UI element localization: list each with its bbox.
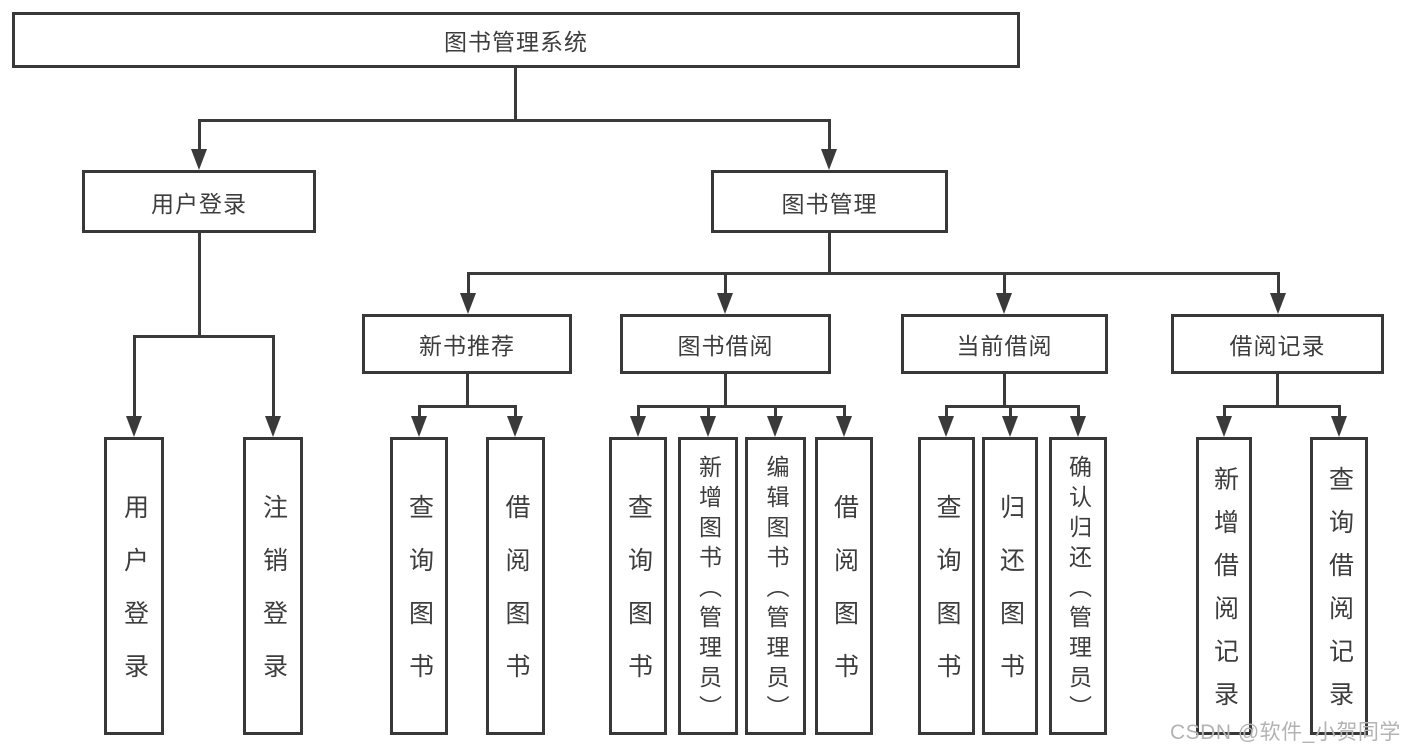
node-leaf-borrowing-borrow-books-label: 借阅图书 [830,494,859,706]
node-book-borrowing-label: 图书借阅 [677,333,774,359]
edge-newbook-drop-2 [514,405,517,421]
node-leaf-newbook-query-books-label: 查询图书 [405,494,434,706]
node-leaf-confirm-return-admin: 确认归还（管理员） [1049,437,1107,735]
node-leaf-current-query-books-label: 查询图书 [933,494,961,706]
arrowhead-down-icon [1270,293,1286,314]
edge-records-drop-2 [1338,405,1341,421]
arrowhead-down-icon [411,416,427,437]
edge-current-drop-1 [945,405,948,421]
edge-newbook-stem [466,374,469,408]
node-leaf-confirm-return-admin-label: 确认归还（管理员） [1065,454,1092,725]
node-new-book-recommend-label: 新书推荐 [419,333,515,359]
edge-borrowing-rail [637,405,846,408]
edge-borrowing-drop-4 [843,405,846,421]
arrowhead-down-icon [630,416,646,437]
edge-borrowing-drop-2 [707,405,710,421]
edge-borrowing-stem [724,374,727,408]
node-current-borrowing: 当前借阅 [901,314,1108,374]
edge-root-stem [514,68,517,122]
arrowhead-down-icon [821,149,837,170]
edge-root-drop-right [828,119,831,153]
node-leaf-user-login-label: 用户登录 [120,494,149,706]
node-book-management-label: 图书管理 [781,190,878,217]
edge-bookmgmt-drop-1 [467,272,470,297]
node-leaf-borrowing-borrow-books: 借阅图书 [815,437,873,735]
edge-bookmgmt-stem [828,233,831,275]
node-leaf-edit-books-admin-label: 编辑图书（管理员） [763,454,789,725]
arrowhead-down-icon [1216,416,1232,437]
node-leaf-logout-label: 注销登录 [259,494,288,706]
edge-bookmgmt-rail [467,272,1280,275]
node-leaf-borrowing-query-books-label: 查询图书 [624,494,653,706]
node-leaf-borrowing-query-books: 查询图书 [609,437,667,735]
node-leaf-newbook-query-books: 查询图书 [390,437,448,735]
node-leaf-logout: 注销登录 [243,437,303,735]
arrowhead-down-icon [1002,416,1018,437]
edge-records-rail [1223,405,1341,408]
node-library-system-label: 图书管理系统 [444,29,588,55]
node-leaf-return-books: 归还图书 [982,437,1038,735]
node-user-login-label: 用户登录 [151,190,247,217]
node-leaf-add-books-admin-label: 新增图书（管理员） [695,454,722,725]
node-current-borrowing-label: 当前借阅 [956,333,1053,359]
arrowhead-down-icon [126,416,142,437]
arrowhead-down-icon [460,293,476,314]
edge-userlogin-stem [198,233,201,338]
edge-records-stem [1276,374,1279,408]
edge-current-drop-2 [1009,405,1012,421]
node-new-book-recommend: 新书推荐 [362,314,572,374]
node-leaf-add-books-admin: 新增图书（管理员） [678,437,738,735]
node-leaf-newbook-borrow-books-label: 借阅图书 [502,494,530,706]
arrowhead-down-icon [191,149,207,170]
edge-borrowing-drop-1 [637,405,640,421]
edge-records-drop-1 [1223,405,1226,421]
node-leaf-add-borrow-record: 新增借阅记录 [1196,437,1252,735]
node-borrowing-records-label: 借阅记录 [1229,333,1326,359]
arrowhead-down-icon [265,416,281,437]
edge-current-drop-3 [1077,405,1080,421]
arrowhead-down-icon [836,416,852,437]
edge-userlogin-drop-1 [133,335,136,420]
node-leaf-return-books-label: 归还图书 [996,494,1025,706]
edge-bookmgmt-drop-4 [1277,272,1280,297]
arrowhead-down-icon [938,416,954,437]
node-leaf-query-borrow-record: 查询借阅记录 [1310,437,1368,735]
edge-current-rail [945,405,1080,408]
edge-root-rail [198,119,831,122]
node-book-borrowing: 图书借阅 [620,314,831,374]
arrowhead-down-icon [1070,416,1086,437]
node-book-management: 图书管理 [711,170,948,233]
arrowhead-down-icon [996,293,1012,314]
arrowhead-down-icon [507,416,523,437]
node-leaf-current-query-books: 查询图书 [918,437,975,735]
edge-newbook-drop-1 [418,405,421,421]
node-library-system: 图书管理系统 [12,12,1020,68]
edge-userlogin-rail [133,335,275,338]
edge-newbook-rail [418,405,517,408]
arrowhead-down-icon [767,416,783,437]
node-leaf-add-borrow-record-label: 新增借阅记录 [1210,466,1239,724]
edge-userlogin-drop-2 [272,335,275,420]
node-borrowing-records: 借阅记录 [1171,314,1384,374]
edge-bookmgmt-drop-2 [724,272,727,297]
node-leaf-query-borrow-record-label: 查询借阅记录 [1325,466,1354,724]
edge-current-stem [1003,374,1006,408]
edge-bookmgmt-drop-3 [1003,272,1006,297]
edge-borrowing-drop-3 [774,405,777,421]
arrowhead-down-icon [700,416,716,437]
csdn-watermark: CSDN @软件_小贺同学 [1170,721,1401,744]
node-leaf-user-login: 用户登录 [104,437,164,735]
node-leaf-edit-books-admin: 编辑图书（管理员） [745,437,806,735]
arrowhead-down-icon [717,293,733,314]
node-leaf-newbook-borrow-books: 借阅图书 [486,437,545,735]
arrowhead-down-icon [1331,416,1347,437]
node-user-login: 用户登录 [82,170,316,233]
edge-root-drop-left [198,119,201,153]
